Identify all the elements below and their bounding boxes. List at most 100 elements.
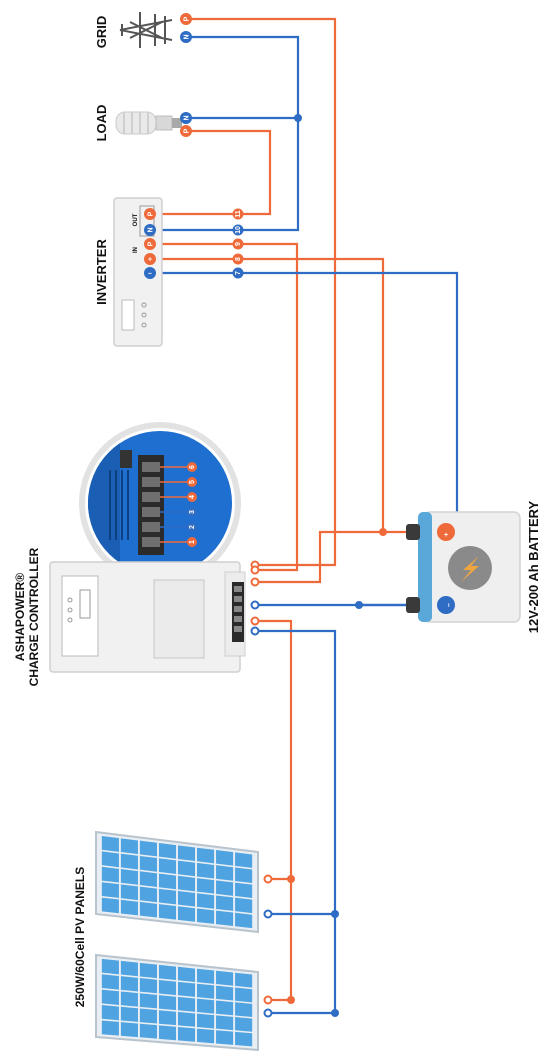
charge-controller-box bbox=[49, 561, 246, 673]
zoom-number-6: 6 bbox=[189, 465, 196, 469]
solar-cell bbox=[101, 835, 119, 852]
solar-cell bbox=[216, 880, 234, 896]
grid-terminal-p: P bbox=[184, 16, 191, 21]
zoom-number-3: 3 bbox=[189, 510, 196, 514]
pv-panels-label: 250W/60Cell PV PANELS bbox=[73, 867, 87, 1008]
solar-cell bbox=[216, 910, 234, 927]
solar-cell bbox=[235, 1017, 253, 1032]
inverter-label: INVERTER bbox=[94, 239, 109, 305]
solar-cell bbox=[158, 904, 177, 920]
solar-cell bbox=[120, 899, 138, 916]
solar-cell bbox=[235, 1031, 253, 1047]
controller-zoom-inset: 6 5 4 3 2 1 bbox=[79, 422, 241, 584]
solar-cell bbox=[235, 867, 253, 883]
zoom-number-5: 5 bbox=[189, 480, 196, 484]
solar-cell bbox=[158, 1010, 177, 1026]
controller-type-label: CHARGE CONTROLLER bbox=[27, 547, 41, 686]
junction-dot bbox=[287, 996, 295, 1004]
wire-load-p bbox=[150, 129, 272, 216]
solar-cell bbox=[197, 847, 215, 864]
solar-panel-frame bbox=[95, 953, 259, 1051]
light-bulb-icon bbox=[115, 111, 182, 135]
solar-cell bbox=[177, 981, 196, 997]
solar-cell bbox=[216, 850, 234, 866]
solar-cell bbox=[216, 865, 234, 881]
inverter-terminal-minus: – bbox=[148, 271, 152, 278]
solar-cell bbox=[197, 878, 215, 894]
junction-dot bbox=[294, 114, 302, 122]
solar-cell bbox=[120, 960, 138, 977]
solar-cell bbox=[120, 838, 138, 855]
inverter-terminal-out-p: P bbox=[148, 211, 155, 216]
zoom-number-4: 4 bbox=[189, 495, 196, 499]
solar-cell bbox=[216, 1000, 234, 1016]
solar-cell bbox=[139, 855, 157, 872]
solar-cell bbox=[197, 1028, 215, 1044]
solar-cell bbox=[139, 993, 157, 1009]
solar-cell bbox=[120, 884, 138, 901]
solar-cell bbox=[235, 987, 253, 1003]
solar-cell bbox=[158, 858, 177, 874]
solar-cell bbox=[101, 958, 119, 975]
wire-inverter-plus bbox=[150, 257, 385, 532]
solar-cell bbox=[120, 869, 138, 885]
wire-number-9: 9 bbox=[235, 242, 242, 246]
controller-terminals bbox=[250, 560, 260, 636]
solar-cell bbox=[177, 845, 196, 862]
solar-cell bbox=[139, 886, 157, 903]
inverter-terminal-out-n: N bbox=[148, 227, 155, 232]
solar-cell bbox=[197, 998, 215, 1014]
solar-cell bbox=[158, 873, 177, 890]
solar-cell bbox=[120, 1022, 138, 1038]
solar-cell bbox=[197, 862, 215, 879]
controller-brand-label: ASHAPOWER® bbox=[13, 573, 27, 661]
solar-cell bbox=[101, 974, 119, 990]
solar-cell bbox=[216, 970, 234, 986]
solar-cell bbox=[235, 882, 253, 899]
grid-tower-icon bbox=[119, 12, 173, 48]
inverter-terminals: P N P + – bbox=[144, 208, 156, 279]
solar-cell bbox=[197, 983, 215, 999]
solar-cell bbox=[216, 1030, 234, 1045]
solar-cell bbox=[158, 964, 177, 981]
solar-cell bbox=[177, 906, 196, 922]
solar-cell bbox=[235, 912, 253, 929]
solar-cell bbox=[120, 991, 138, 1007]
solar-cell bbox=[158, 843, 177, 859]
wire-inverter-in-p bbox=[150, 242, 299, 572]
solar-cell bbox=[120, 853, 138, 870]
solar-cell bbox=[158, 888, 177, 905]
solar-cell bbox=[197, 1013, 215, 1029]
wire-number-11: 11 bbox=[235, 210, 242, 218]
junction-dot bbox=[379, 528, 387, 536]
load-terminal-n: N bbox=[184, 115, 191, 120]
solar-cell bbox=[235, 852, 253, 868]
solar-cell bbox=[216, 1015, 234, 1031]
grid-terminal-n: N bbox=[184, 34, 191, 39]
load-terminals: N P bbox=[180, 112, 192, 137]
solar-cell bbox=[139, 1008, 157, 1024]
zoom-number-1: 1 bbox=[189, 540, 196, 544]
wire-controller-pv-plus bbox=[255, 619, 293, 1000]
wire-number-7: 7 bbox=[235, 271, 242, 275]
solar-cell bbox=[139, 978, 157, 994]
solar-cell bbox=[177, 860, 196, 877]
inverter-wire-numbers: 11 10 9 8 7 bbox=[232, 208, 244, 279]
solar-cell bbox=[120, 1006, 138, 1022]
solar-cell bbox=[197, 893, 215, 909]
solar-cell bbox=[177, 1011, 196, 1027]
junction-dot bbox=[331, 910, 339, 918]
wire-grid-p bbox=[191, 17, 337, 567]
solar-cell bbox=[235, 972, 253, 988]
grid-terminals: P N bbox=[180, 13, 192, 43]
load-terminal-p: P bbox=[184, 128, 191, 133]
solar-cell bbox=[216, 985, 234, 1001]
battery-plus: + bbox=[444, 532, 448, 539]
solar-cell bbox=[158, 979, 177, 996]
solar-cell bbox=[177, 875, 196, 892]
inverter-terminal-plus: + bbox=[148, 257, 152, 264]
wire-controller-pv-minus bbox=[255, 629, 337, 1013]
solar-cell bbox=[139, 1023, 157, 1039]
solar-cell bbox=[101, 989, 119, 1005]
